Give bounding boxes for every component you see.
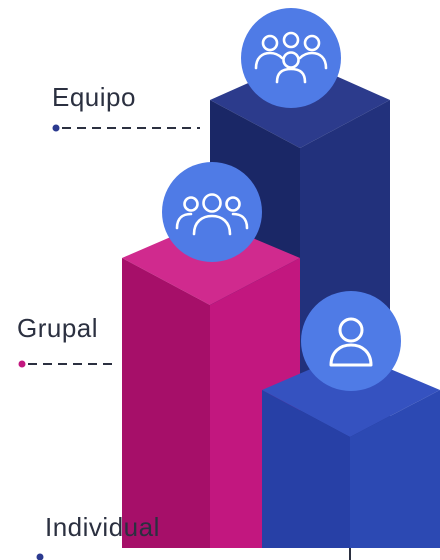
group-icon (162, 162, 262, 262)
single-user-icon (301, 291, 401, 391)
label-grupal: Grupal (17, 313, 99, 343)
label-individual: Individual (45, 512, 160, 542)
column-grupal (122, 220, 300, 548)
leader-line-individual (36, 548, 351, 560)
leader-line-equipo (52, 124, 200, 132)
column-individual (262, 352, 440, 548)
leader-line-grupal (18, 360, 115, 368)
team-group-icon (241, 8, 341, 108)
label-equipo: Equipo (52, 82, 136, 112)
